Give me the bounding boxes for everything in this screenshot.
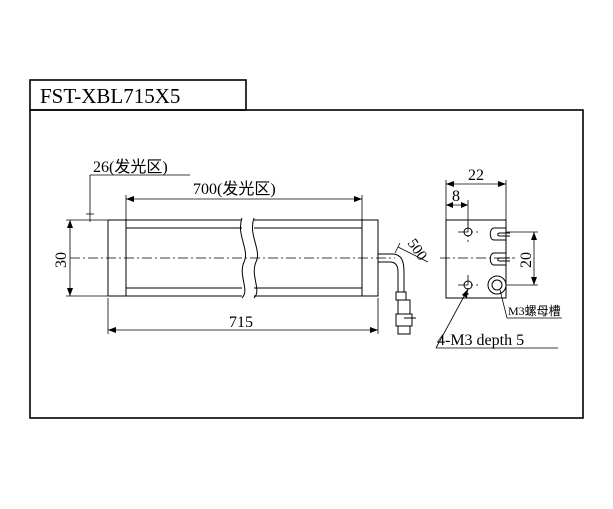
label-30: 30 [53, 252, 70, 268]
dim-500: 500 [394, 236, 430, 264]
dim-30: 30 [53, 219, 108, 297]
dim-20: 20 [506, 231, 538, 286]
label-500: 500 [404, 236, 430, 264]
dim-8: 8 [446, 188, 469, 226]
front-view [70, 217, 416, 335]
label-22: 22 [468, 167, 484, 184]
label-715: 715 [229, 314, 253, 331]
label-nut-slot: M3螺母槽 [508, 304, 561, 318]
side-view [440, 219, 515, 299]
title-block: FST-XBL715X5 [29, 79, 247, 111]
dim-700: 700(发光区) [125, 180, 363, 220]
note-thread: 4-M3 depth 5 [435, 288, 558, 349]
dim-26: 26(发光区) [86, 158, 190, 222]
dim-22: 22 [445, 167, 507, 220]
label-26-emitting: 26(发光区) [93, 158, 168, 176]
label-700-emitting: 700(发光区) [193, 180, 276, 198]
dim-715: 715 [107, 298, 379, 334]
label-20: 20 [518, 252, 535, 268]
label-thread: 4-M3 depth 5 [437, 332, 524, 349]
product-title: FST-XBL715X5 [40, 84, 180, 108]
note-nut-slot: M3螺母槽 [499, 289, 562, 319]
drawing-frame [29, 109, 584, 419]
label-8: 8 [452, 188, 460, 205]
